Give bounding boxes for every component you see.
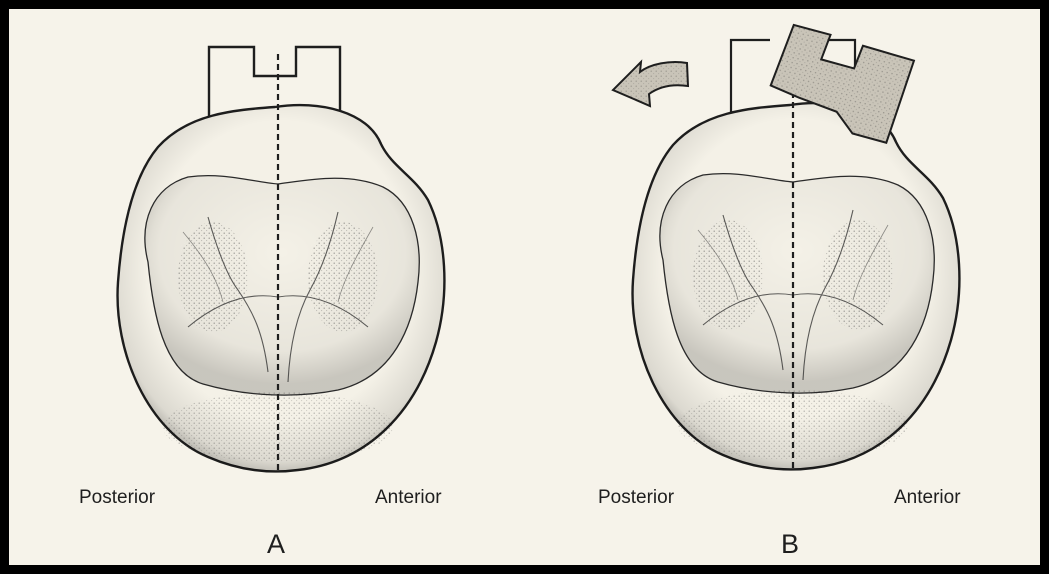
anterior-label-b: Anterior	[894, 487, 961, 509]
tooth-occlusal-b	[633, 52, 960, 470]
rotation-arrow	[613, 62, 688, 106]
posterior-label-b: Posterior	[598, 487, 674, 509]
panel-b-figure	[613, 23, 959, 470]
panel-letter-a: A	[267, 529, 285, 560]
posterior-label-a: Posterior	[79, 487, 155, 509]
anterior-label-a: Anterior	[375, 487, 442, 509]
panel-letter-b: B	[781, 529, 799, 560]
panel-a-figure	[118, 47, 445, 472]
tooth-occlusal-a	[118, 54, 445, 472]
